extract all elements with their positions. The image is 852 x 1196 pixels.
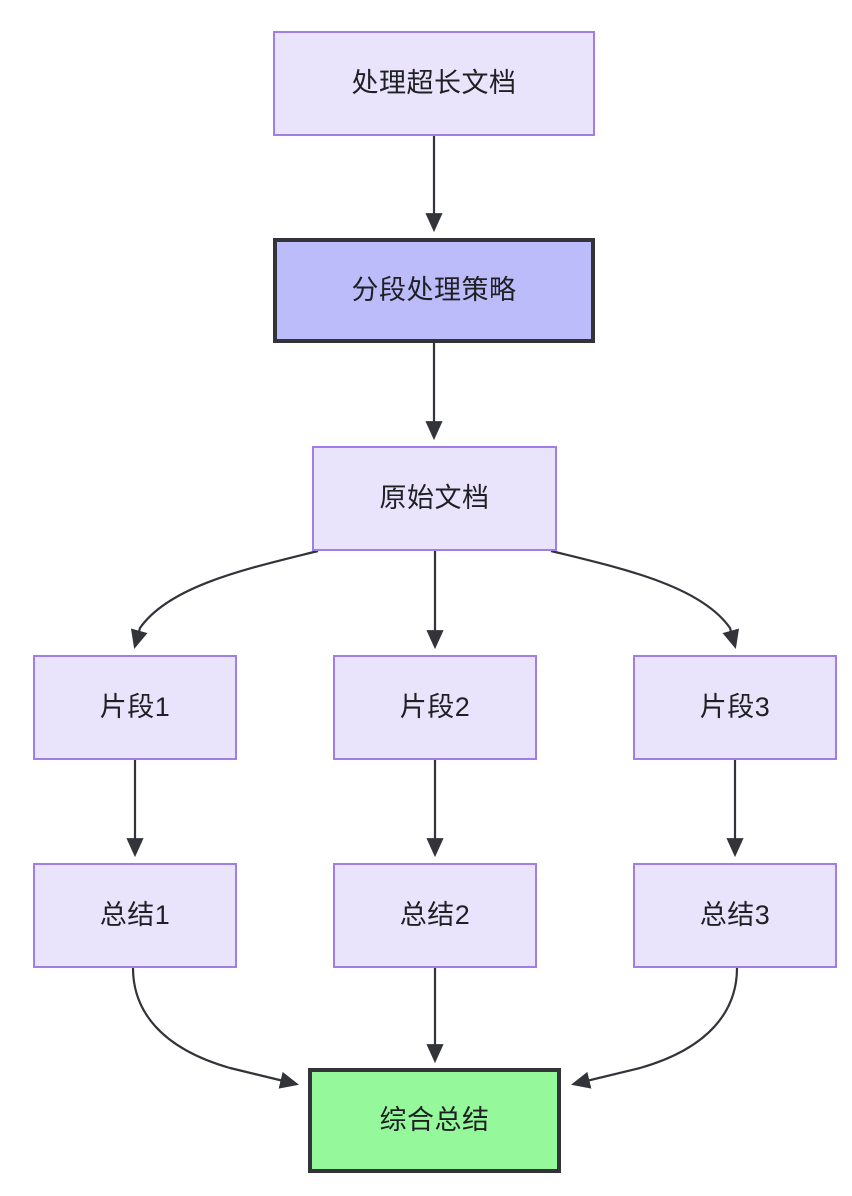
node-label: 处理超长文档 [351, 68, 517, 99]
node-label: 原始文档 [379, 483, 490, 514]
node-label: 片段2 [399, 692, 471, 723]
node-label: 总结1 [99, 900, 171, 931]
node-label: 片段3 [699, 692, 771, 723]
node-summary-1[interactable]: 总结1 [33, 863, 237, 968]
node-label: 分段处理策略 [351, 275, 517, 306]
node-chunk-1[interactable]: 片段1 [33, 655, 237, 760]
node-source-document[interactable]: 原始文档 [312, 446, 557, 551]
node-label: 总结2 [399, 900, 471, 931]
edge-summary3-to-final [571, 967, 739, 1089]
edge-source-to-chunk3 [550, 549, 740, 649]
node-chunking-strategy[interactable]: 分段处理策略 [273, 238, 595, 343]
node-label: 片段1 [99, 692, 171, 723]
edge-summary1-to-final [131, 967, 299, 1089]
node-chunk-3[interactable]: 片段3 [633, 655, 837, 760]
node-summary-3[interactable]: 总结3 [633, 863, 837, 968]
edge-source-to-chunk1 [130, 549, 319, 649]
node-process-long-document[interactable]: 处理超长文档 [273, 31, 595, 136]
node-summary-2[interactable]: 总结2 [333, 863, 537, 968]
node-chunk-2[interactable]: 片段2 [333, 655, 537, 760]
node-combined-summary[interactable]: 综合总结 [308, 1068, 561, 1173]
node-label: 总结3 [699, 900, 771, 931]
node-label: 综合总结 [379, 1105, 490, 1136]
